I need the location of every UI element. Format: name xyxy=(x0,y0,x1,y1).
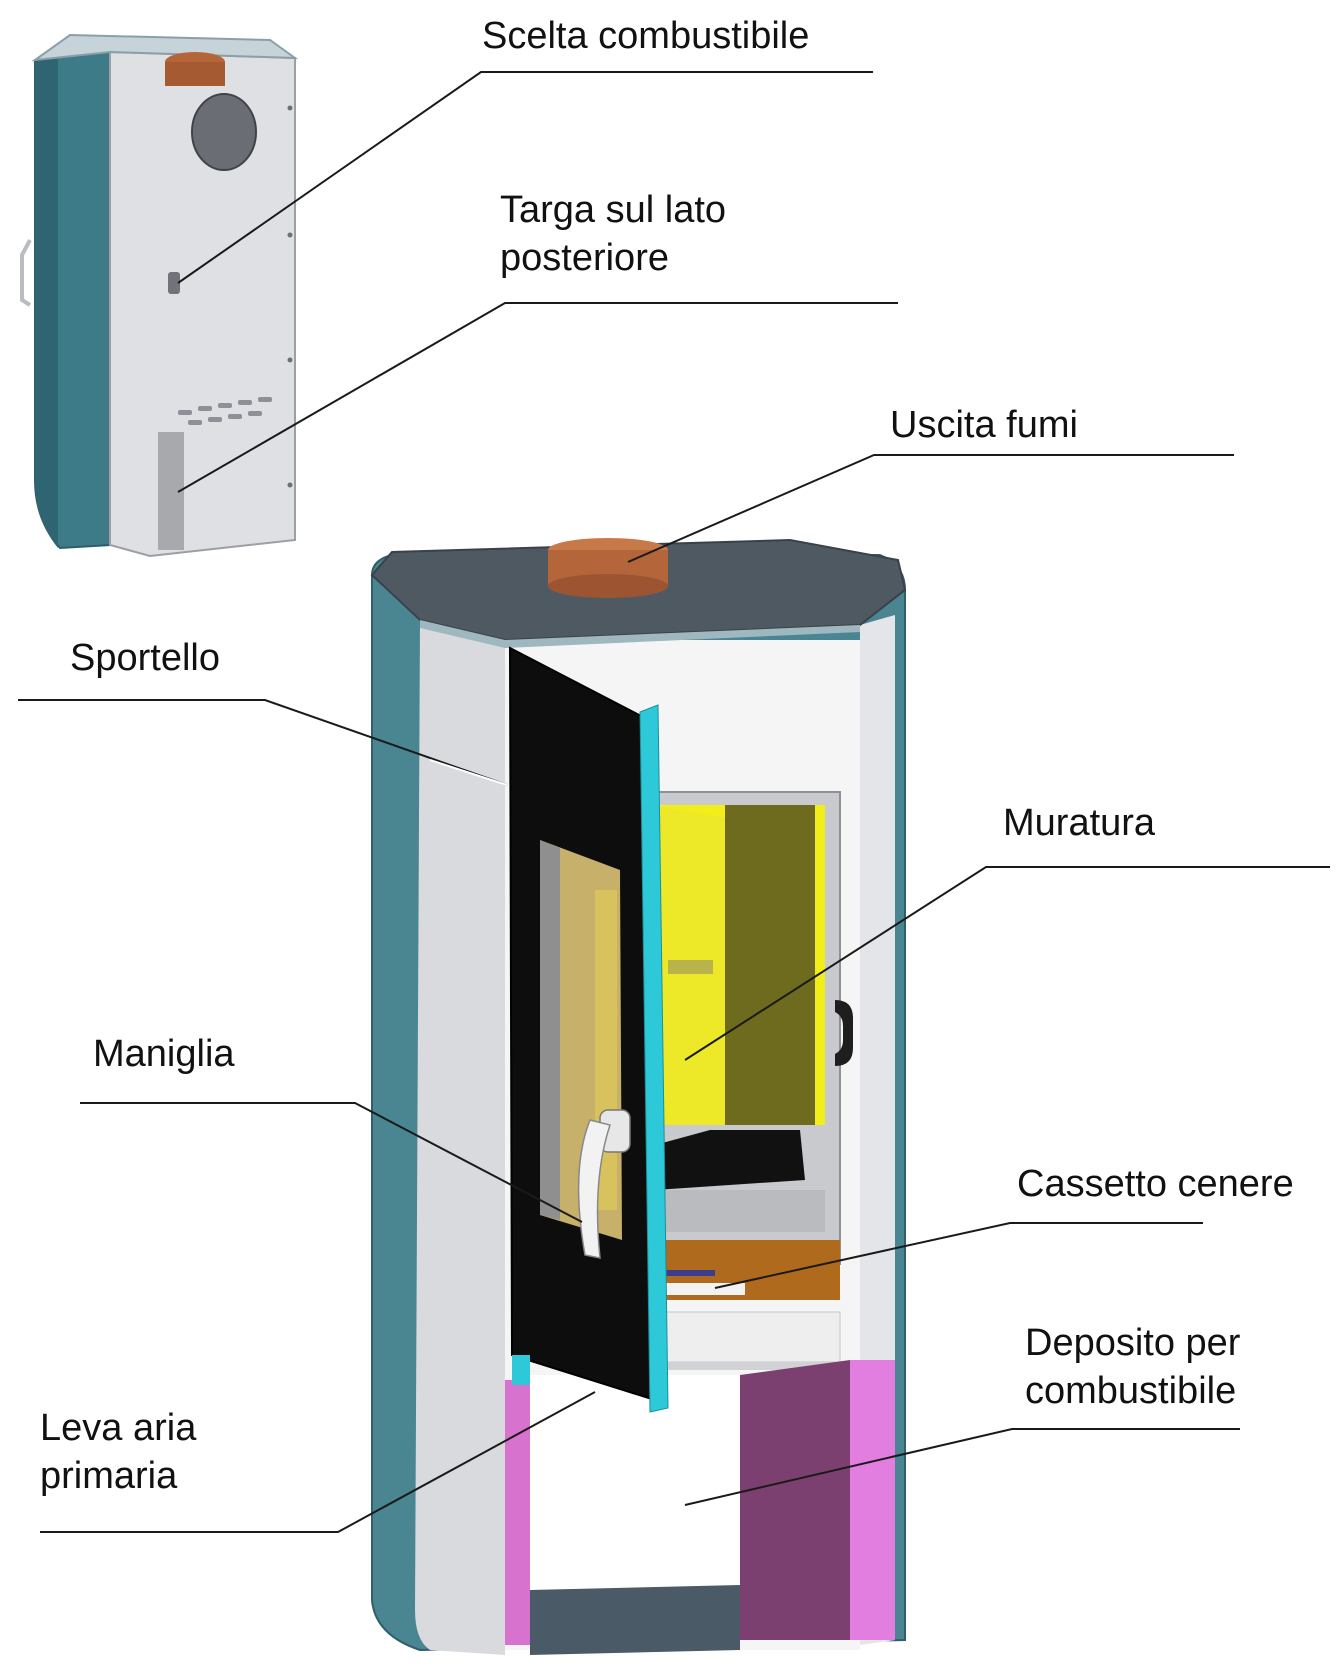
label-targa-line-2: posteriore xyxy=(500,237,669,279)
label-deposito-combustibile: Deposito per combustibile xyxy=(1025,1319,1240,1415)
leader-line-sportello xyxy=(18,699,508,786)
stove-front-cutaway-icon xyxy=(370,538,907,1655)
label-targa-line-1: Targa sul lato xyxy=(500,189,727,231)
label-deposito-line-1: Deposito per xyxy=(1025,1322,1241,1364)
label-scelta-combustibile: Scelta combustibile xyxy=(482,15,810,57)
label-deposito-line-2: combustibile xyxy=(1025,1370,1237,1412)
label-cassetto-cenere: Cassetto cenere xyxy=(1017,1163,1294,1205)
label-uscita-fumi: Uscita fumi xyxy=(890,404,1078,446)
label-leva-aria-primaria: Leva aria primaria xyxy=(40,1404,196,1500)
leader-line-muratura xyxy=(684,866,1330,1061)
leader-line-cassetto xyxy=(714,1222,1203,1289)
label-leva-line-2: primaria xyxy=(40,1455,178,1497)
stove-rear-view-icon xyxy=(20,33,299,558)
label-targa-lato-posteriore: Targa sul lato posteriore xyxy=(500,186,726,282)
leader-line-leva xyxy=(40,1391,596,1533)
label-sportello: Sportello xyxy=(70,637,220,679)
leader-line-uscita xyxy=(627,454,1234,563)
label-maniglia: Maniglia xyxy=(93,1033,235,1075)
leader-line-deposito xyxy=(684,1428,1240,1506)
leader-line-sportello-highlight xyxy=(429,759,508,786)
label-leva-line-1: Leva aria xyxy=(40,1407,197,1449)
leader-lines xyxy=(18,71,1330,1533)
label-muratura: Muratura xyxy=(1003,802,1156,844)
leader-line-targa xyxy=(177,302,898,493)
leader-line-maniglia xyxy=(80,1102,583,1223)
leader-line-scelta xyxy=(177,71,873,284)
